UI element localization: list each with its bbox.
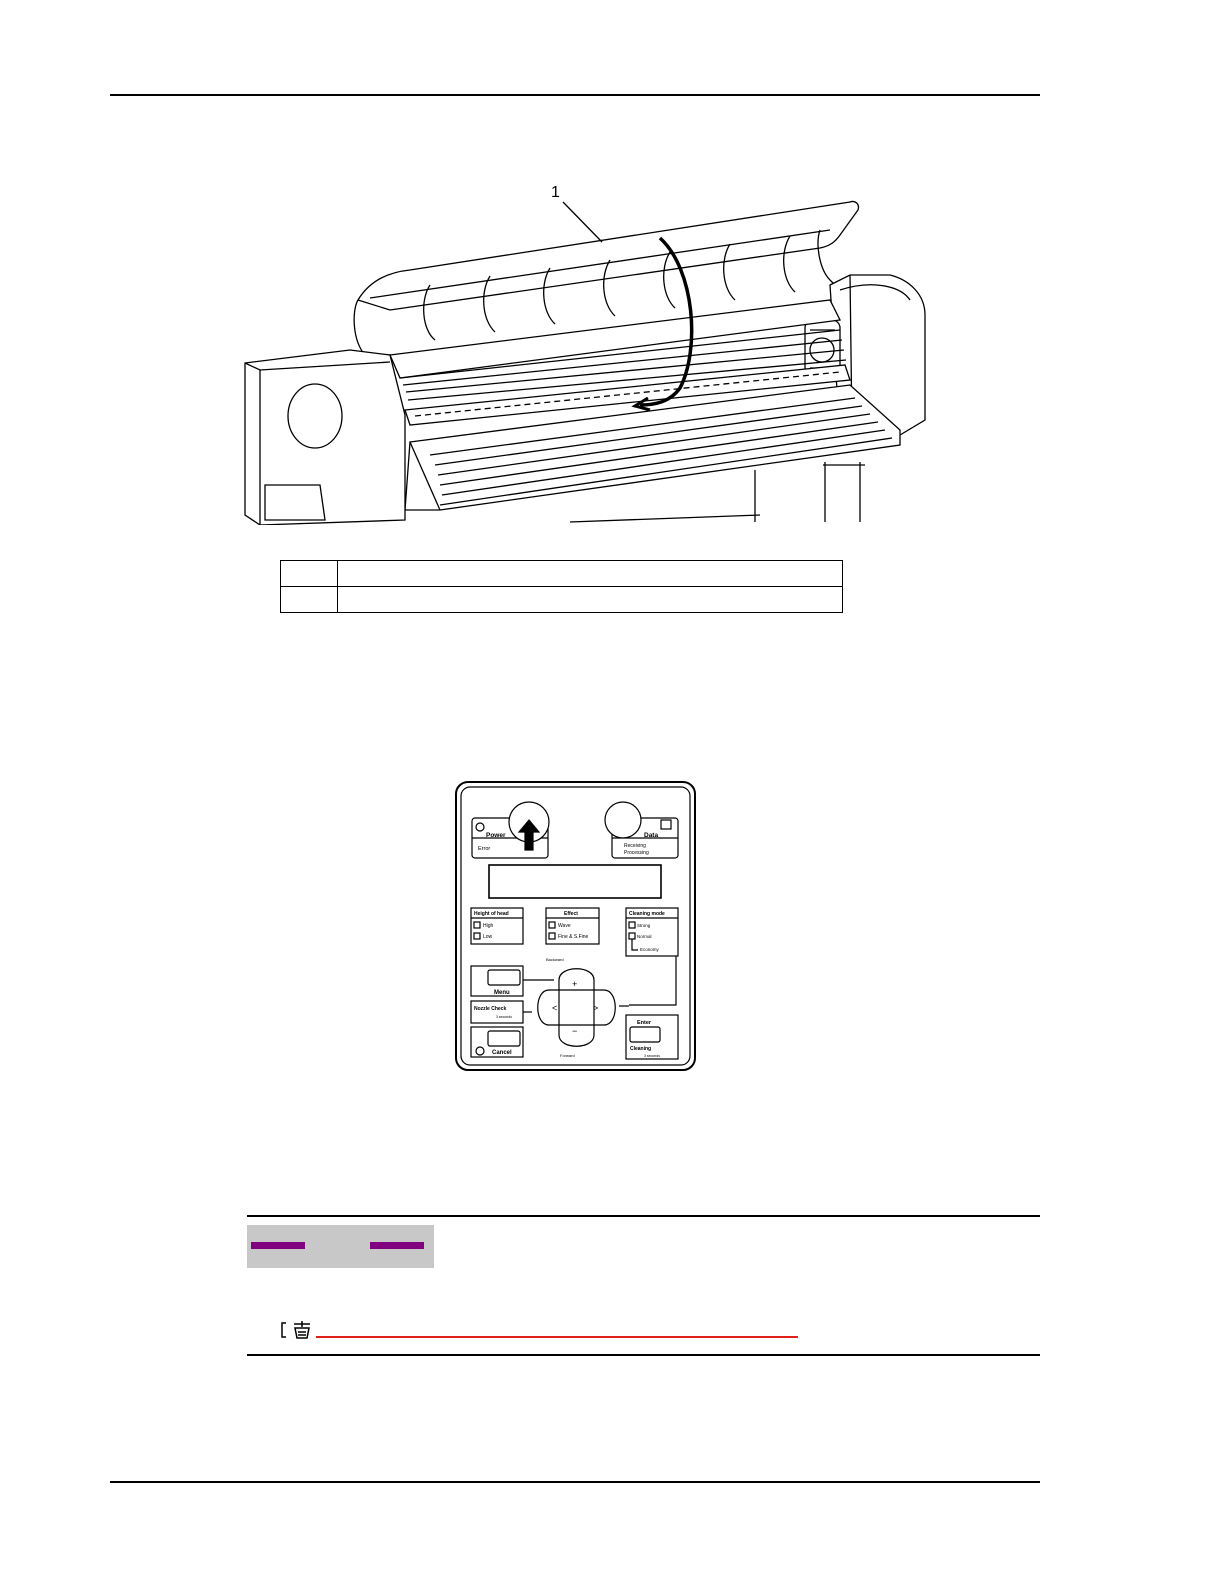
reference-link[interactable]: [316, 1336, 798, 1338]
effect-title: Effect: [564, 911, 578, 917]
note-header: [247, 1225, 434, 1268]
cancel-label: Cancel: [492, 1050, 512, 1056]
arrow-up-icon: [517, 819, 541, 851]
note-bottom-rule: [247, 1354, 1040, 1356]
power-icon: [475, 822, 485, 832]
data-label: Data: [644, 832, 658, 839]
cleaning-title: Cleaning mode: [629, 911, 665, 917]
table-row: [280, 560, 843, 587]
height-low: Low: [483, 934, 493, 940]
control-panel-illustration: Power Error Data Receiving Processing He…: [454, 780, 697, 1072]
cleaning-economy: Economy: [640, 947, 660, 952]
nozzle-label: Nozzle Check: [474, 1006, 506, 1012]
enter-label: Enter: [637, 1020, 652, 1026]
legend-description: [337, 586, 843, 613]
plus-key: +: [572, 979, 577, 989]
power-label: Power: [486, 832, 506, 839]
cleaning-sub: 3 seconds: [644, 1054, 660, 1058]
receiving-label: Receiving: [624, 843, 646, 849]
cleaning-normal: Normal: [637, 934, 652, 939]
header-rule: [110, 94, 1040, 96]
legend-number: [280, 586, 338, 613]
effect-wave: Wave: [558, 923, 571, 929]
menu-label: Menu: [494, 990, 510, 996]
forward-label: Forward: [560, 1053, 575, 1058]
cancel-icon: [475, 1046, 485, 1056]
error-label: Error: [478, 846, 490, 852]
backward-label: Backward: [546, 957, 564, 962]
note-header-bar: [251, 1242, 305, 1249]
left-key: <: [552, 1003, 557, 1013]
table-row: [280, 586, 843, 613]
cleaning-strong: Strong: [637, 923, 651, 928]
minus-key: −: [572, 1026, 577, 1036]
reference-icon: [280, 1320, 316, 1340]
legend-description: [337, 560, 843, 587]
printer-icon: [660, 819, 672, 830]
cleaning-label: Cleaning: [630, 1046, 651, 1052]
note-header-bar: [370, 1242, 424, 1249]
height-high: High: [483, 923, 494, 929]
footer-rule: [110, 1481, 1040, 1483]
height-title: Height of head: [474, 911, 509, 917]
legend-table: [280, 560, 843, 613]
legend-number: [280, 560, 338, 587]
note-top-rule: [247, 1215, 1040, 1217]
right-key: >: [593, 1003, 598, 1013]
nozzle-sub: 3 seconds: [496, 1015, 512, 1019]
effect-fine: Fine & S.Fine: [558, 934, 589, 940]
printer-illustration: [240, 180, 940, 526]
processing-label: Processing: [624, 850, 649, 856]
callout-number-1: 1: [551, 184, 560, 201]
